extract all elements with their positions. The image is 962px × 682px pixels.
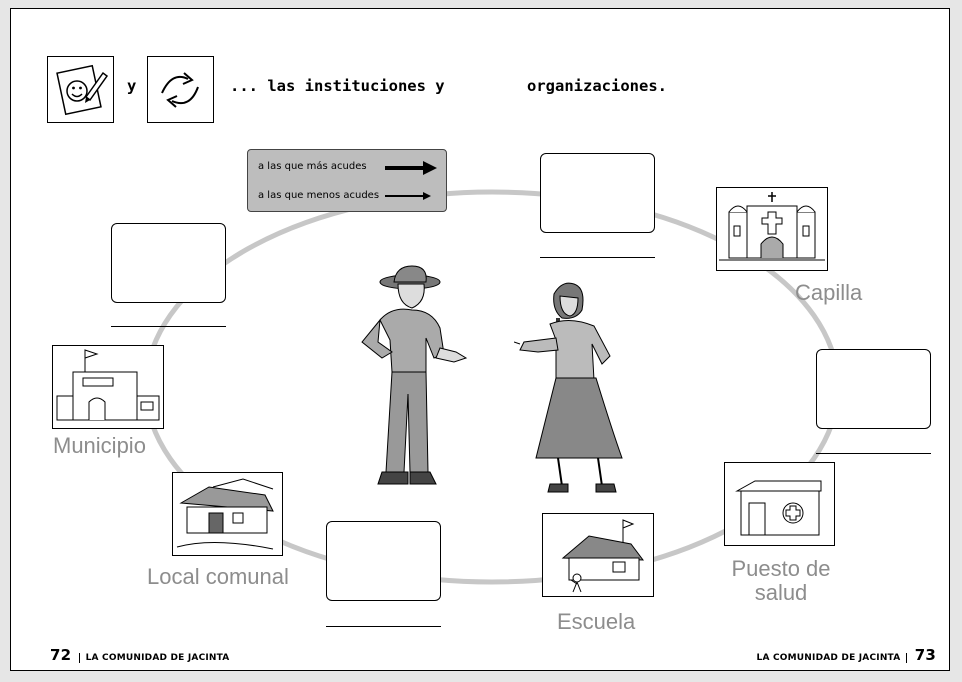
label-escuela: Escuela xyxy=(557,609,636,634)
municipal-building-icon xyxy=(52,345,164,429)
footer-right: LA COMUNIDAD DE JACINTA 73 xyxy=(756,646,936,664)
instruction-text: ... las instituciones y xyxy=(230,77,445,95)
footer-right-text: LA COMUNIDAD DE JACINTA xyxy=(756,653,908,663)
thin-arrow-icon xyxy=(385,192,431,200)
answer-line-bottom[interactable] xyxy=(326,626,441,627)
school-icon xyxy=(542,513,654,597)
label-local-comunal: Local comunal xyxy=(147,564,289,589)
label-capilla: Capilla xyxy=(795,280,863,305)
answer-line-left[interactable] xyxy=(111,326,226,327)
answer-box-left[interactable] xyxy=(111,223,226,303)
label-puesto-de-salud: Puesto de salud xyxy=(727,557,835,605)
arrow-legend: a las que más acudes a las que menos acu… xyxy=(247,149,447,212)
community-hall-icon xyxy=(172,472,283,556)
woman-figure-illustration xyxy=(514,282,623,493)
answer-box-top[interactable] xyxy=(540,153,655,233)
answer-box-bottom[interactable] xyxy=(326,521,441,601)
thick-arrow-icon xyxy=(385,161,437,175)
answer-box-right[interactable] xyxy=(816,349,931,429)
instruction-text-2: organizaciones. xyxy=(527,77,667,95)
legend-more-label: a las que más acudes xyxy=(258,161,367,172)
label-puesto-line1: Puesto de xyxy=(731,556,831,581)
legend-less-label: a las que menos acudes xyxy=(258,190,380,201)
page-number-right: 73 xyxy=(914,646,936,664)
label-puesto-line2: salud xyxy=(754,580,808,605)
footer-left: 72 LA COMUNIDAD DE JACINTA xyxy=(50,646,230,664)
footer-left-text: LA COMUNIDAD DE JACINTA xyxy=(78,653,230,663)
chapel-icon xyxy=(716,187,828,271)
answer-line-right[interactable] xyxy=(816,453,931,454)
pencil-smiley-icon xyxy=(47,56,114,123)
answer-line-top[interactable] xyxy=(540,257,655,258)
two-way-arrows-icon xyxy=(147,56,214,123)
page-number-left: 72 xyxy=(50,646,72,664)
label-municipio: Municipio xyxy=(53,433,146,458)
instruction-y: y xyxy=(127,77,137,95)
man-figure-illustration xyxy=(361,265,468,485)
health-post-icon xyxy=(724,462,835,546)
